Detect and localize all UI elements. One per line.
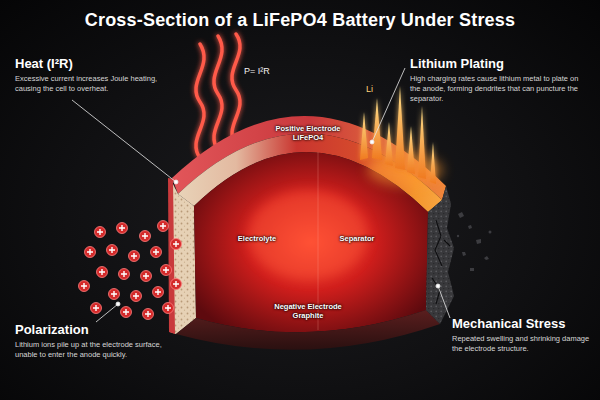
ion — [129, 251, 140, 262]
part-label: Separator — [322, 234, 392, 243]
leader-dot — [116, 302, 120, 306]
ion — [119, 269, 130, 280]
ion — [109, 289, 120, 300]
leader-line — [372, 68, 405, 142]
formula-label: P= I²R — [244, 66, 304, 77]
crack — [444, 240, 450, 246]
diagram-title: Cross-Section of a LiFePO4 Battery Under… — [0, 9, 600, 32]
crack — [435, 220, 442, 266]
ion — [151, 247, 162, 258]
ion — [140, 231, 151, 242]
ion — [107, 245, 118, 256]
element-symbol: Li — [366, 84, 386, 95]
part-label: Negative Electrode Graphite — [262, 302, 354, 321]
leader-line — [96, 304, 118, 322]
callout-text: High charging rates cause lithium metal … — [410, 74, 582, 103]
leader-dot — [436, 284, 440, 288]
leader-dot — [370, 140, 374, 144]
ion — [91, 303, 102, 314]
heat-wave — [214, 36, 222, 150]
ion — [141, 271, 152, 282]
callout-heading: Polarization — [15, 322, 195, 338]
debris-chip — [476, 239, 481, 244]
ion — [97, 267, 108, 278]
callout-text: Lithium ions pile up at the electrode su… — [15, 340, 180, 360]
debris-chip — [484, 256, 489, 260]
leader-dot — [174, 180, 178, 184]
debris-chip — [470, 268, 474, 271]
debris-chip — [458, 212, 464, 218]
dendrite — [418, 106, 426, 179]
ion — [117, 223, 128, 234]
leader-line — [438, 286, 450, 318]
dendrite — [430, 142, 436, 184]
heat-wave — [232, 34, 240, 146]
heat-wave — [196, 44, 204, 158]
ion — [171, 239, 182, 250]
callout-text: Repeated swelling and shrinking damage t… — [452, 334, 594, 354]
crack — [432, 278, 440, 304]
ion — [95, 227, 106, 238]
ion — [171, 279, 182, 290]
dendrite — [385, 122, 393, 166]
leader-line — [72, 100, 176, 182]
dendrite — [395, 86, 405, 170]
callout-heading: Heat (I²R) — [15, 56, 185, 72]
leader-lines — [72, 68, 450, 322]
part-label: Electrolyte — [222, 234, 292, 243]
ion — [161, 265, 172, 276]
lithium-ions — [79, 221, 182, 320]
debris-chip — [468, 225, 472, 229]
debris-dot — [489, 231, 492, 234]
debris-dot — [457, 235, 459, 237]
ion — [79, 281, 90, 292]
graphite-wall — [426, 186, 454, 324]
debris — [457, 212, 492, 271]
ion — [153, 287, 164, 298]
dendrite — [360, 112, 368, 160]
dendrite — [372, 98, 382, 160]
dendrite — [407, 126, 415, 174]
debris-chip — [462, 252, 466, 256]
ion — [85, 247, 96, 258]
callout-text: Excessive current increases Joule heatin… — [15, 74, 183, 94]
callout-heading: Mechanical Stress — [452, 316, 598, 332]
ion — [143, 309, 154, 320]
ion — [121, 307, 132, 318]
ion — [131, 291, 142, 302]
ion — [163, 303, 174, 314]
cracks — [432, 220, 450, 304]
callout-heading: Lithium Plating — [410, 56, 590, 72]
ion — [158, 221, 169, 232]
part-label: Positive Electrode LiFePO4 — [262, 124, 354, 143]
